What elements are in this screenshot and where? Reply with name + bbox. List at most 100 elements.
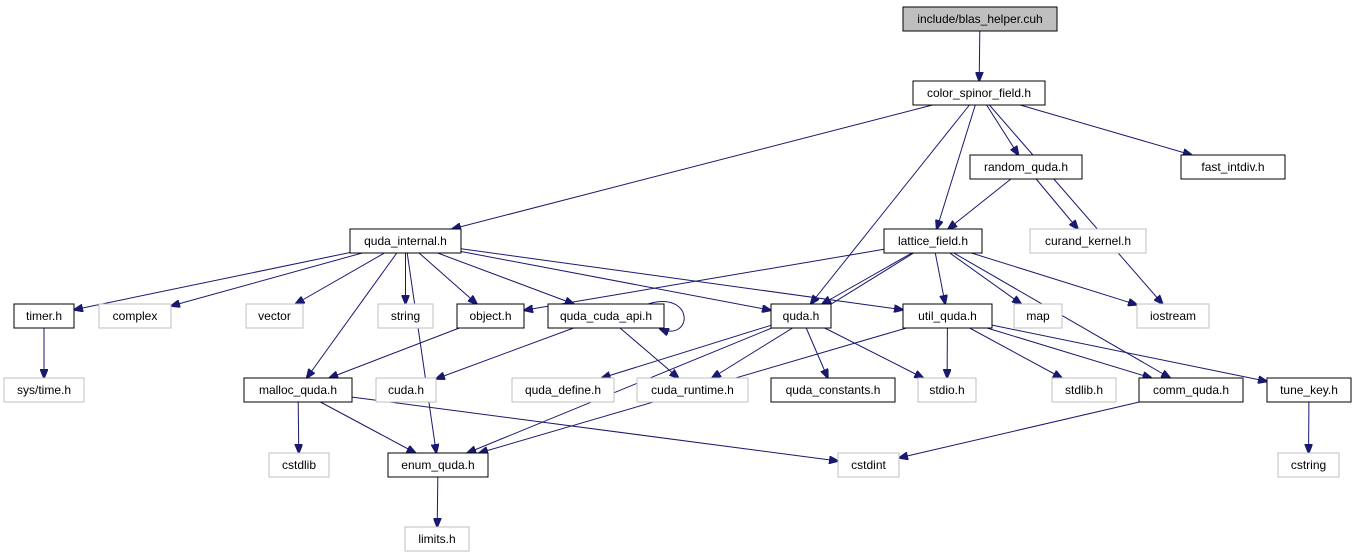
node-label: quda_internal.h (364, 234, 447, 248)
node-box (1180, 154, 1286, 180)
node-box (902, 303, 993, 329)
edge-quda_cuda_api-to-cuda_runtime (619, 327, 679, 378)
node-random_quda[interactable]: random_quda.h (969, 154, 1083, 180)
edge-color_spinor_field-to-fast_intdiv (1020, 104, 1192, 155)
node-quda_cuda_api[interactable]: quda_cuda_api.h (547, 303, 665, 329)
node-label: cstdint (851, 458, 886, 472)
edge-quda_internal-to-vector (296, 252, 385, 304)
edge-malloc_quda-to-enum_quda (320, 401, 415, 453)
node-color_spinor_field[interactable]: color_spinor_field.h (912, 80, 1046, 106)
node-box (883, 228, 983, 254)
edge-quda_internal-to-quda (460, 251, 771, 311)
node-label: include/blas_helper.cuh (917, 12, 1042, 26)
node-box (547, 303, 665, 329)
node-object[interactable]: object.h (456, 303, 525, 329)
node-label: quda_constants.h (786, 383, 881, 397)
node-fast_intdiv[interactable]: fast_intdiv.h (1180, 154, 1286, 180)
node-box (1266, 377, 1352, 403)
edge-quda_internal-to-complex (171, 252, 363, 306)
node-box (969, 154, 1083, 180)
node-label: cuda_runtime.h (651, 383, 734, 397)
node-quda_constants[interactable]: quda_constants.h (770, 377, 896, 403)
node-label: timer.h (26, 309, 62, 323)
node-comm_quda[interactable]: comm_quda.h (1138, 377, 1244, 403)
edge-malloc_quda-to-cstdlib (298, 401, 299, 453)
nodes-layer: include/blas_helper.cuh color_spinor_fiel… (3, 6, 1352, 552)
node-label: iostream (1150, 309, 1196, 323)
node-label: cstdlib (282, 458, 316, 472)
node-box (1013, 303, 1063, 329)
node-label: cstring (1291, 458, 1326, 472)
node-curand_kernel: curand_kernel.h (1029, 228, 1147, 254)
edge-quda_internal-to-malloc_quda (307, 252, 398, 378)
node-label: cuda.h (388, 383, 424, 397)
node-tune_key[interactable]: tune_key.h (1266, 377, 1352, 403)
node-label: lattice_field.h (898, 234, 968, 248)
edge-lattice_field-to-object (524, 248, 885, 310)
node-box (377, 303, 434, 329)
node-label: quda.h (783, 309, 820, 323)
node-vector: vector (245, 303, 304, 329)
node-sys_time: sys/time.h (3, 377, 85, 403)
node-label: stdlib.h (1065, 383, 1103, 397)
edge-quda-to-stdio (824, 327, 924, 378)
node-box (387, 452, 489, 478)
node-label: tune_key.h (1280, 383, 1338, 397)
edge-util_quda-to-tune_key (991, 324, 1267, 381)
node-box (1138, 377, 1244, 403)
node-cstring: cstring (1277, 452, 1340, 478)
node-cuda_runtime: cuda_runtime.h (636, 377, 749, 403)
node-label: object.h (469, 309, 511, 323)
edge-color_spinor_field-to-random_quda (986, 104, 1019, 155)
node-box (13, 303, 75, 329)
edge-quda_cuda_api-to-quda_cuda_api (647, 301, 685, 332)
node-label: vector (258, 309, 291, 323)
node-label: fast_intdiv.h (1201, 160, 1264, 174)
node-label: enum_quda.h (401, 458, 474, 472)
node-box (98, 303, 172, 329)
node-label: map (1026, 309, 1050, 323)
node-box (375, 377, 437, 403)
node-box (243, 377, 353, 403)
node-lattice_field[interactable]: lattice_field.h (883, 228, 983, 254)
node-complex: complex (98, 303, 172, 329)
edges-layer (44, 30, 1309, 527)
node-label: malloc_quda.h (259, 383, 337, 397)
node-box (511, 377, 615, 403)
edge-object-to-malloc_quda (329, 327, 460, 378)
node-enum_quda[interactable]: enum_quda.h (387, 452, 489, 478)
node-blas_helper[interactable]: include/blas_helper.cuh (902, 6, 1058, 32)
node-box (912, 80, 1046, 106)
node-string: string (377, 303, 434, 329)
node-box (1029, 228, 1147, 254)
node-label: quda_define.h (525, 383, 601, 397)
edge-quda_internal-to-timer (74, 252, 351, 310)
node-label: sys/time.h (17, 383, 71, 397)
node-box (770, 303, 832, 329)
node-box (1277, 452, 1340, 478)
node-util_quda[interactable]: util_quda.h (902, 303, 993, 329)
edge-quda_internal-to-quda_cuda_api (437, 252, 574, 304)
node-box (404, 526, 470, 552)
node-label: comm_quda.h (1153, 383, 1229, 397)
node-malloc_quda[interactable]: malloc_quda.h (243, 377, 353, 403)
node-label: quda_cuda_api.h (560, 309, 652, 323)
node-box (268, 452, 330, 478)
node-box (902, 6, 1058, 32)
edge-random_quda-to-lattice_field (948, 178, 1012, 229)
node-box (837, 452, 900, 478)
edge-lattice_field-to-util_quda (934, 252, 945, 304)
edge-util_quda-to-comm_quda (986, 327, 1152, 378)
node-stdlib: stdlib.h (1051, 377, 1117, 403)
node-cstdint: cstdint (837, 452, 900, 478)
edge-quda-to-quda_define (602, 324, 772, 378)
edge-color_spinor_field-to-iostream (989, 104, 1162, 304)
node-quda[interactable]: quda.h (770, 303, 832, 329)
node-quda_internal[interactable]: quda_internal.h (349, 228, 462, 254)
edge-quda-to-enum_quda (467, 327, 772, 453)
node-timer[interactable]: timer.h (13, 303, 75, 329)
node-box (349, 228, 462, 254)
edge-quda_internal-to-enum_quda (406, 252, 436, 453)
edge-quda-to-quda_constants (805, 327, 828, 378)
edge-quda_cuda_api-to-cuda (436, 327, 574, 379)
